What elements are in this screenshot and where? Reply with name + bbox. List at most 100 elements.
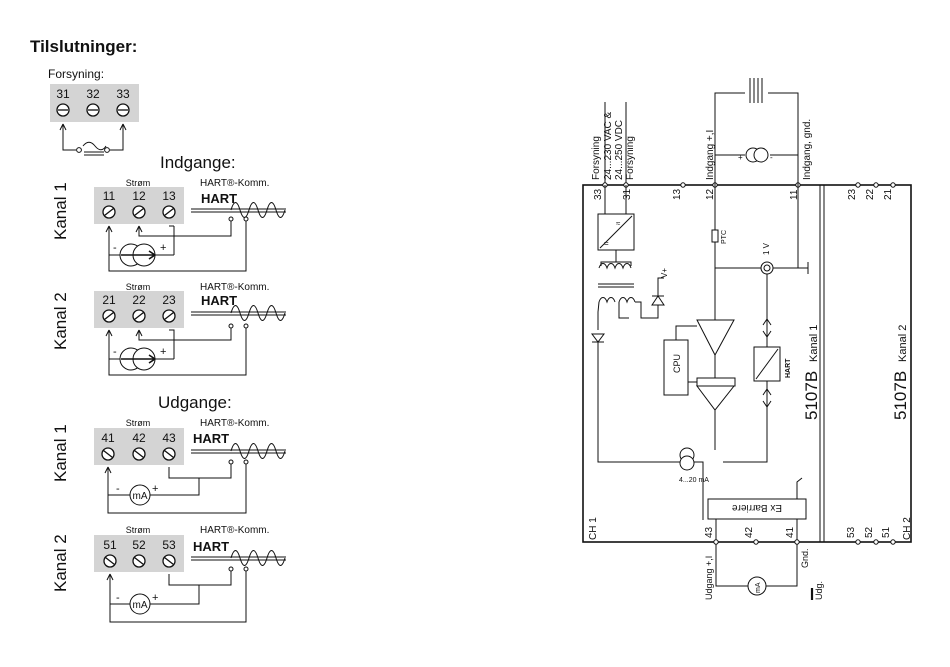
output-1-terminal-43: 43 <box>162 431 176 445</box>
output-2-terminal-53: 53 <box>162 538 176 552</box>
supply-label-left: Forsyning <box>591 136 602 180</box>
input-1-hart-line <box>105 202 286 272</box>
diode-icon <box>651 295 665 306</box>
screw-icon <box>102 309 116 323</box>
output-gnd-label: Gnd. <box>800 548 810 568</box>
kanal-1-label: Kanal 1 <box>808 325 820 362</box>
block-meter-label: mA <box>755 582 762 593</box>
output-1-hart-label: HART®-Komm. <box>200 418 269 429</box>
screw-icon <box>56 103 70 117</box>
model-label-2: 5107B <box>891 371 910 420</box>
screw-icon <box>162 205 176 219</box>
block-terminal-42: 42 <box>744 526 755 538</box>
svg-text:+: + <box>738 153 743 162</box>
input-2-terminal-23: 23 <box>162 293 176 307</box>
supply-voltage-dc: 24...250 VDC <box>614 120 625 180</box>
meter-label: mA <box>133 600 148 611</box>
wave-icon <box>230 443 286 459</box>
svg-text:+: + <box>160 242 166 254</box>
v-label: 1 V <box>762 242 771 255</box>
block-terminal-22: 22 <box>865 188 876 200</box>
input-2-hart-line <box>105 305 286 376</box>
supply-terminal-33: 33 <box>116 87 130 101</box>
hart-logo: HART <box>201 191 237 206</box>
screw-icon <box>86 103 100 117</box>
ptc-label: PTC <box>721 230 728 244</box>
block-terminal-23: 23 <box>847 188 858 200</box>
hart-logo: HART <box>193 431 229 446</box>
hart-logo: HART <box>193 539 229 554</box>
page-title: Tilslutninger: <box>30 37 137 56</box>
block-terminal-53: 53 <box>846 526 857 538</box>
ac-symbol-icon <box>82 141 107 151</box>
block-terminal-51: 51 <box>881 526 892 538</box>
output-plus-label: Udgang +,I <box>704 556 714 600</box>
block-diagram: Forsyning 24...230 VAC & 24...250 VDC Fo… <box>582 75 913 600</box>
wave-icon <box>230 202 286 218</box>
ex-barrier-label: Ex Barriere <box>732 502 782 513</box>
current-source-label: 4...20 mA <box>679 477 709 484</box>
block-terminal-31: 31 <box>622 188 633 200</box>
inputs-heading: Indgange: <box>160 153 236 172</box>
output-1-terminal-41: 41 <box>101 431 115 445</box>
output-2-hart-line <box>106 550 286 623</box>
output-2-hart-label: HART®-Komm. <box>200 525 269 536</box>
output-2-terminal-52: 52 <box>132 538 146 552</box>
output-kanal-2-label: Kanal 2 <box>51 534 70 592</box>
svg-text:+: + <box>152 483 158 495</box>
input-1-hart-label: HART®-Komm. <box>200 178 269 189</box>
screw-icon <box>132 309 146 323</box>
transformer-icon <box>598 263 632 270</box>
svg-text:≈: ≈ <box>616 219 621 228</box>
screw-icon <box>132 554 146 568</box>
input-1-current-source-icon: - + <box>109 225 175 267</box>
cpu-box <box>663 339 689 396</box>
block-terminal-11: 11 <box>789 189 800 200</box>
input-gnd-label: Indgang, gnd. <box>802 119 813 180</box>
output-1-hart-line <box>104 443 286 514</box>
svg-text:-: - <box>770 153 773 162</box>
input-2-current-source-icon: - + <box>109 329 175 371</box>
input-2-hart-label: HART®-Komm. <box>200 282 269 293</box>
block-terminal-43: 43 <box>704 526 715 538</box>
screw-icon <box>102 205 116 219</box>
output-1-terminal-42: 42 <box>132 431 146 445</box>
supply-terminal-31: 31 <box>56 87 70 101</box>
kanal-2-label: Kanal 2 <box>897 325 909 362</box>
hart-modem-icon <box>748 75 764 105</box>
block-terminal-52: 52 <box>864 526 875 538</box>
screw-icon <box>162 309 176 323</box>
screw-icon <box>103 554 117 568</box>
hart-logo: HART <box>201 293 237 308</box>
ex-barrier-box <box>707 498 807 520</box>
screw-icon <box>132 447 146 461</box>
block-terminal-12: 12 <box>705 188 716 200</box>
screw-icon <box>162 447 176 461</box>
block-terminal-13: 13 <box>672 188 683 200</box>
screw-icon <box>101 447 115 461</box>
outputs-heading: Udgange: <box>158 393 232 412</box>
output-udg-label: Udg. <box>814 581 824 600</box>
amplifier-icon <box>696 319 735 357</box>
block-terminal-33: 33 <box>593 188 604 200</box>
ptc-icon <box>711 229 719 243</box>
block-terminal-41: 41 <box>785 526 796 538</box>
ch2-label: CH 2 <box>902 517 913 540</box>
svg-text:-: - <box>113 242 117 254</box>
housing-frame <box>582 184 912 543</box>
ch1-label: CH 1 <box>588 517 599 540</box>
model-label-1: 5107B <box>802 371 821 420</box>
supply-label: Forsyning: <box>48 67 104 81</box>
screw-icon <box>162 554 176 568</box>
vplus-label: V+ <box>660 268 669 278</box>
input-2-current-label: Strøm <box>126 282 151 292</box>
cpu-label: CPU <box>672 354 682 373</box>
svg-text:+: + <box>160 346 166 358</box>
wave-icon <box>230 305 286 321</box>
svg-text:-: - <box>113 346 117 358</box>
supply-label-right: Forsyning <box>625 136 636 180</box>
input-kanal-2-label: Kanal 2 <box>51 292 70 350</box>
svg-text:-: - <box>116 592 120 604</box>
block-terminal-21: 21 <box>883 188 894 200</box>
